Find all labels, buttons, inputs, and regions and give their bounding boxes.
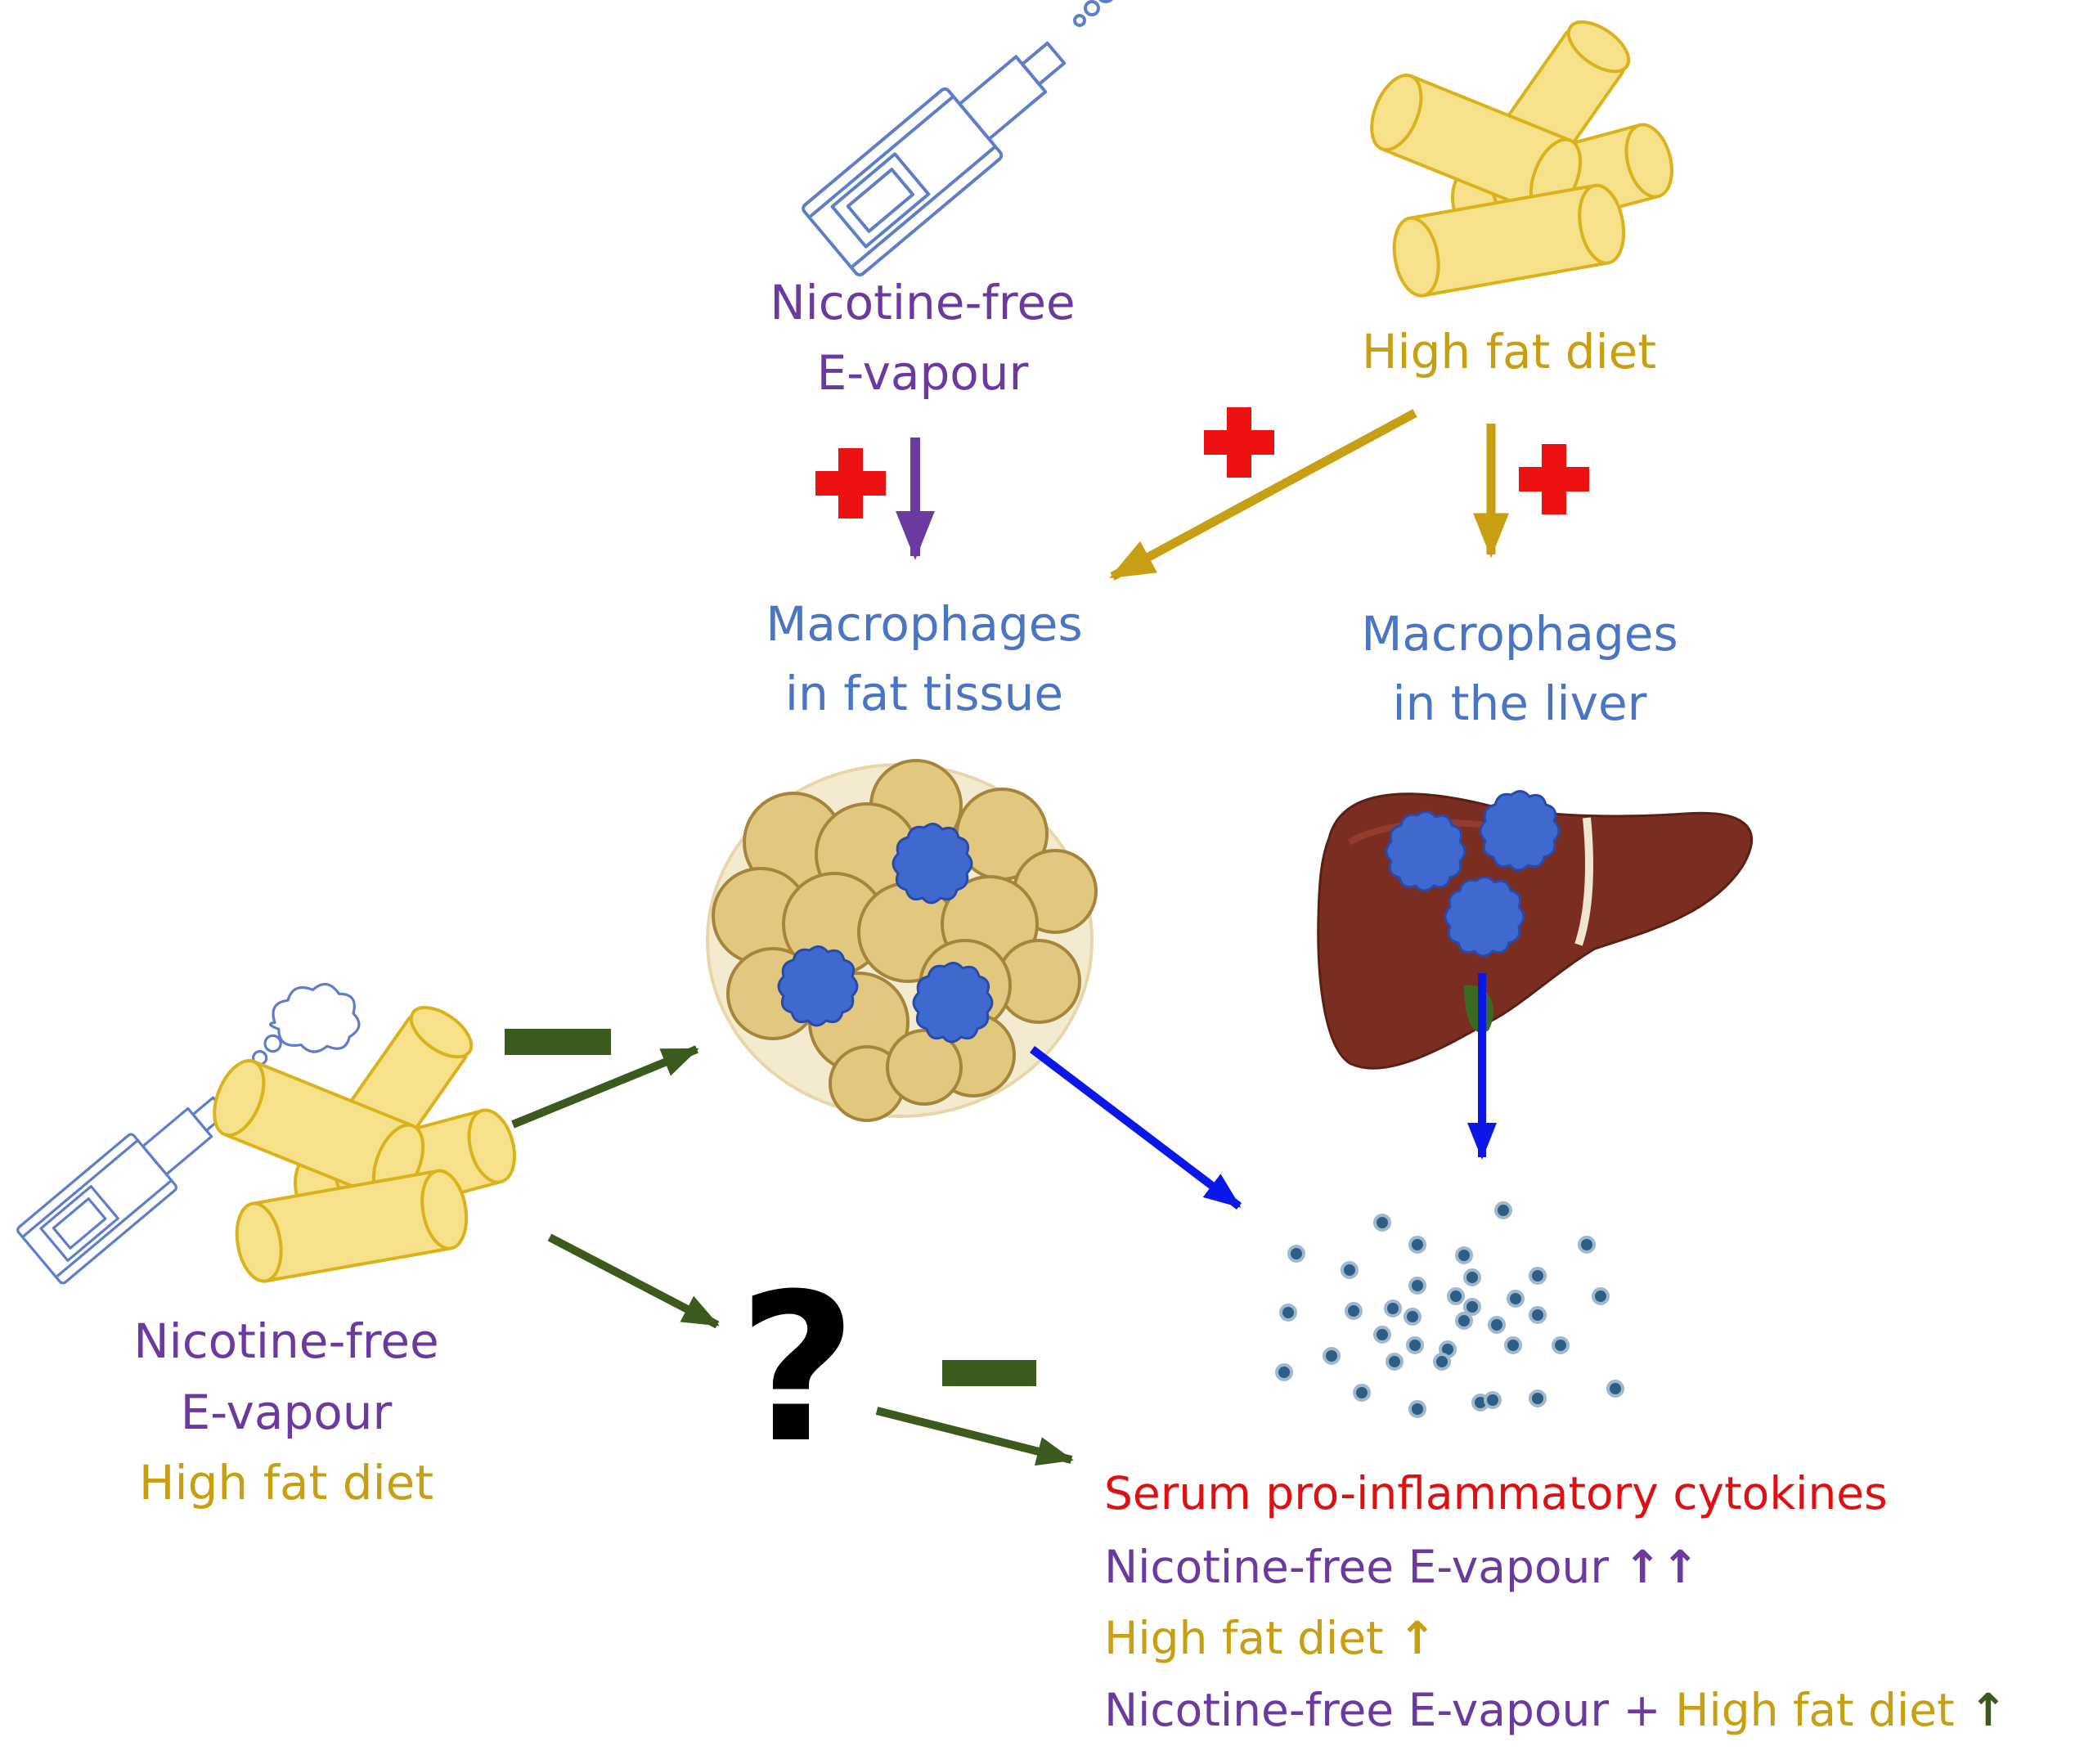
cytokine-row-fat-arrows: ↑ <box>1399 1612 1436 1664</box>
mac-fat-label-line2: in fat tissue <box>785 666 1063 721</box>
combo-to-adipose-arrow <box>511 1045 699 1129</box>
combo-vapour-label-line1: Nicotine-free <box>133 1313 438 1369</box>
cytokine-row-vapour-arrows: ↑↑ <box>1624 1541 1699 1593</box>
unknown-to-cytokine-arrow <box>875 1407 1074 1466</box>
combo-to-unknown-arrow <box>547 1233 720 1329</box>
mac-fat-label-line1: Macrophages <box>766 596 1082 652</box>
e-cigarette-icon <box>799 0 1232 279</box>
cytokine-row-combo-arrows: ↑ <box>1969 1684 2007 1736</box>
fat-cylinders-icon <box>1360 11 1682 301</box>
cytokine-row-vapour: Nicotine-free E-vapour ↑↑ <box>1104 1541 1699 1593</box>
cytokine-row-fat: High fat diet ↑ <box>1104 1612 1436 1664</box>
cytokine-title: Serum pro-inflammatory cytokines <box>1104 1467 1888 1519</box>
cytokine-row-combo-vapour: Nicotine-free E-vapour <box>1104 1684 1609 1736</box>
fat-cylinders-icon <box>203 996 524 1286</box>
plus-cross-icon <box>1204 407 1274 478</box>
plus-cross-icon <box>815 448 886 518</box>
mac-liver-label-line1: Macrophages <box>1361 606 1678 662</box>
top-fat-label: High fat diet <box>1362 324 1656 379</box>
combo-vapour-label-line2: E-vapour <box>181 1385 393 1440</box>
mac-liver-label-line2: in the liver <box>1392 676 1646 731</box>
cytokine-row-fat-label: High fat diet <box>1104 1612 1384 1664</box>
cytokine-row-combo-plus: + <box>1609 1684 1675 1736</box>
adipose-tissue-icon <box>706 759 1098 1122</box>
fat-to-fat-macrophage-arrow <box>1109 409 1417 581</box>
minus-bar-icon <box>505 1029 611 1055</box>
top-vapour-label-line1: Nicotine-free <box>770 275 1075 330</box>
cytokine-row-vapour-label: Nicotine-free E-vapour <box>1104 1541 1609 1593</box>
cytokine-particles-icon <box>1275 1201 1624 1418</box>
minus-bar-icon <box>942 1360 1036 1386</box>
adipose-to-cytokine-arrow <box>1029 1046 1242 1210</box>
top-vapour-label-line2: E-vapour <box>817 345 1029 401</box>
liver-icon <box>1317 789 1753 1070</box>
unknown-mechanism-symbol: ? <box>738 1250 856 1488</box>
plus-cross-icon <box>1519 444 1589 514</box>
cytokine-row-combo-fat: High fat diet <box>1675 1684 1955 1736</box>
combo-fat-label: High fat diet <box>139 1455 433 1510</box>
cytokine-row-combo: Nicotine-free E-vapour + High fat diet ↑ <box>1104 1684 2007 1736</box>
